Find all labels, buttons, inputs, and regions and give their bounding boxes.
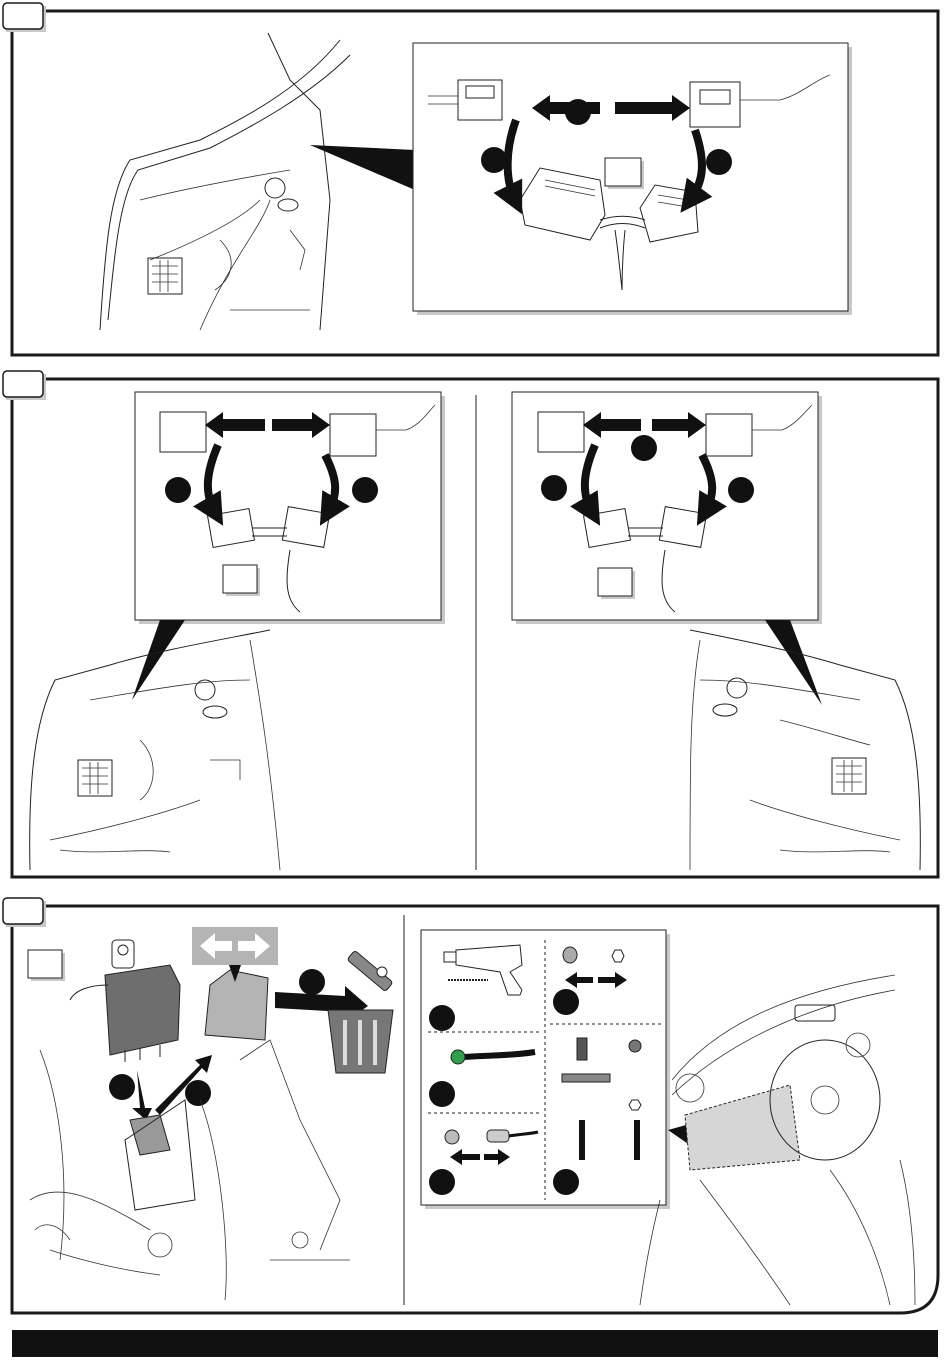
double-arrow-icon (565, 972, 627, 988)
footer-bar (12, 1330, 938, 1357)
step-number-box (2, 370, 46, 400)
bolt-icon (576, 1037, 588, 1061)
bullet-marker-icon (429, 1005, 455, 1031)
parts-inset (420, 929, 670, 1209)
bullet-marker-icon (728, 477, 754, 503)
connector-icon (582, 508, 632, 548)
connect-arrow (493, 118, 523, 215)
bullet-marker-icon (565, 99, 591, 125)
bolt-icon (562, 946, 578, 964)
swap-indicator (192, 927, 278, 982)
highlighted-dash-panel (684, 1084, 801, 1171)
reference-label-box (604, 157, 644, 189)
relay-icon (69, 939, 181, 1062)
bullet-marker-icon (631, 435, 657, 461)
connect-arrow (680, 128, 713, 213)
step-1-panel (2, 2, 940, 357)
step-number-box (2, 897, 46, 927)
insert-arrow (132, 1070, 152, 1120)
steering-wheel (769, 1039, 881, 1161)
bullet-marker-icon (553, 989, 579, 1015)
bullet-marker-icon (481, 147, 507, 173)
car-trunk-right-sketch (689, 629, 921, 871)
connector-icon (428, 79, 503, 121)
car-trunk-left-sketch (99, 32, 415, 331)
bolt-icon (628, 1039, 642, 1053)
double-arrow-icon (583, 412, 706, 438)
used-relay-icon (204, 969, 269, 1041)
plug-icon (486, 1129, 510, 1143)
fuse-box-sketch (29, 1039, 350, 1301)
zoom-callout-pointer (765, 620, 822, 705)
zoom-callout-pointer (310, 145, 415, 190)
step-3-panel (2, 897, 940, 1315)
discard-arrow (275, 986, 368, 1022)
connector-icon (519, 167, 606, 241)
arrow-right-icon (238, 933, 270, 959)
bullet-marker-icon (429, 1169, 455, 1195)
connector-inset-left (134, 391, 445, 624)
double-arrow-icon (450, 1149, 510, 1165)
connector-icon (537, 411, 585, 453)
connector-inset-right (511, 391, 822, 624)
bullet-marker-icon (553, 1169, 579, 1195)
reference-label-box (597, 567, 635, 599)
connector-icon (689, 74, 831, 128)
washer-icon (561, 1073, 611, 1083)
double-arrow-icon (205, 412, 330, 438)
bullet-marker-icon (706, 149, 732, 175)
reference-label-box (27, 949, 65, 981)
connector-inset (412, 42, 852, 315)
trash-bin-icon (327, 951, 394, 1074)
connector-icon (206, 508, 256, 548)
nut-icon (628, 1099, 642, 1111)
bullet-marker-icon (429, 1081, 455, 1107)
connector-icon (159, 411, 207, 453)
bullet-marker-icon (165, 477, 191, 503)
bullet-marker-icon (299, 969, 325, 995)
step-2-panel (2, 370, 940, 879)
led-indicator-icon (450, 1049, 536, 1065)
bullet-marker-icon (541, 475, 567, 501)
connector-icon (329, 413, 377, 457)
step-number-box (2, 2, 46, 32)
bullet-marker-icon (352, 477, 378, 503)
bullet-marker-icon (109, 1074, 135, 1100)
reference-label-box (222, 564, 260, 596)
drill-icon (443, 944, 523, 996)
arrow-left-icon (200, 933, 232, 959)
remove-arrow (155, 1055, 212, 1115)
connector-icon (658, 506, 708, 548)
dashboard-sketch (639, 974, 916, 1306)
nut-icon (611, 949, 625, 963)
bullet-marker-icon (185, 1080, 211, 1106)
zoom-callout-pointer (132, 620, 185, 700)
connector-icon (705, 413, 753, 457)
connector-icon (281, 506, 331, 548)
car-trunk-left-sketch (29, 629, 281, 871)
nut-icon (444, 1129, 460, 1145)
